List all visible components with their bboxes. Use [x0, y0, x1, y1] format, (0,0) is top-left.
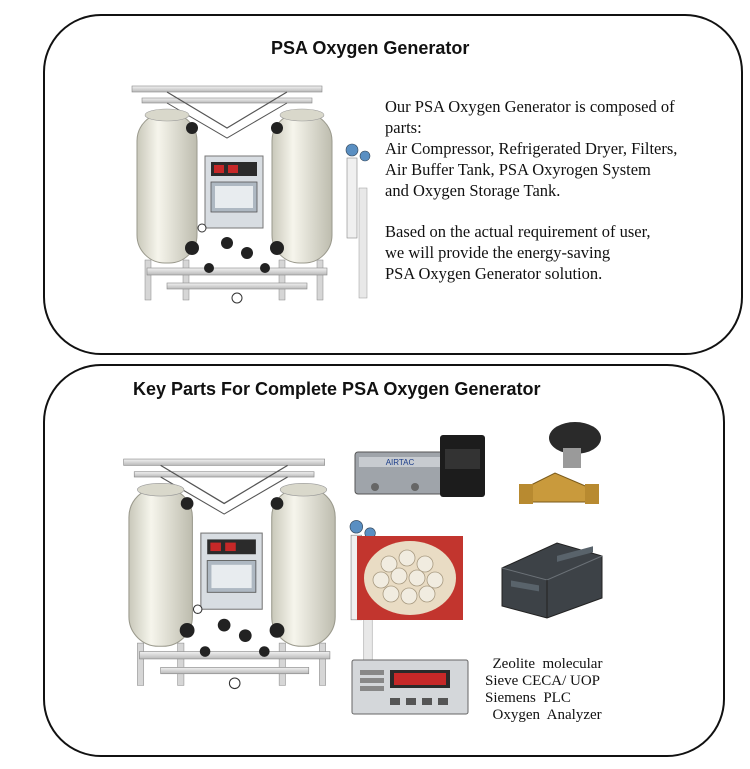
zeolite-molecular-sieve-image — [357, 536, 463, 620]
psa-oxygen-generator-image-small — [123, 458, 377, 690]
panel-title-key-parts: Key Parts For Complete PSA Oxygen Genera… — [133, 379, 541, 399]
valve-brand-label: AIRTAC — [386, 458, 415, 467]
siemens-plc-image — [501, 542, 603, 619]
angle-seat-valve-image — [519, 422, 601, 504]
description-block: Our PSA Oxygen Generator is composed of … — [385, 96, 730, 284]
caption-sieve: Sieve CECA/ UOP — [485, 673, 601, 689]
description-paragraph-solution: Based on the actual requirement of user,… — [385, 222, 651, 283]
caption-zeolite: Zeolite molecular — [485, 656, 603, 672]
bottom-panel: Key Parts For Complete PSA Oxygen Genera… — [43, 364, 725, 757]
caption-analyzer: Oxygen Analyzer — [485, 707, 602, 723]
caption-plc: Siemens PLC — [485, 690, 571, 706]
top-panel: PSA Oxygen Generator Our PSA Oxygen Gene… — [43, 14, 743, 355]
solenoid-valve-image: AIRTAC — [354, 435, 485, 497]
oxygen-analyzer-image — [351, 659, 469, 715]
psa-oxygen-generator-image — [131, 85, 371, 304]
parts-captions: Zeolite molecular Sieve CECA/ UOP Siemen… — [485, 656, 602, 724]
description-paragraph-composition: Our PSA Oxygen Generator is composed of … — [385, 97, 678, 200]
panel-title-psa-oxygen-generator: PSA Oxygen Generator — [271, 38, 470, 58]
